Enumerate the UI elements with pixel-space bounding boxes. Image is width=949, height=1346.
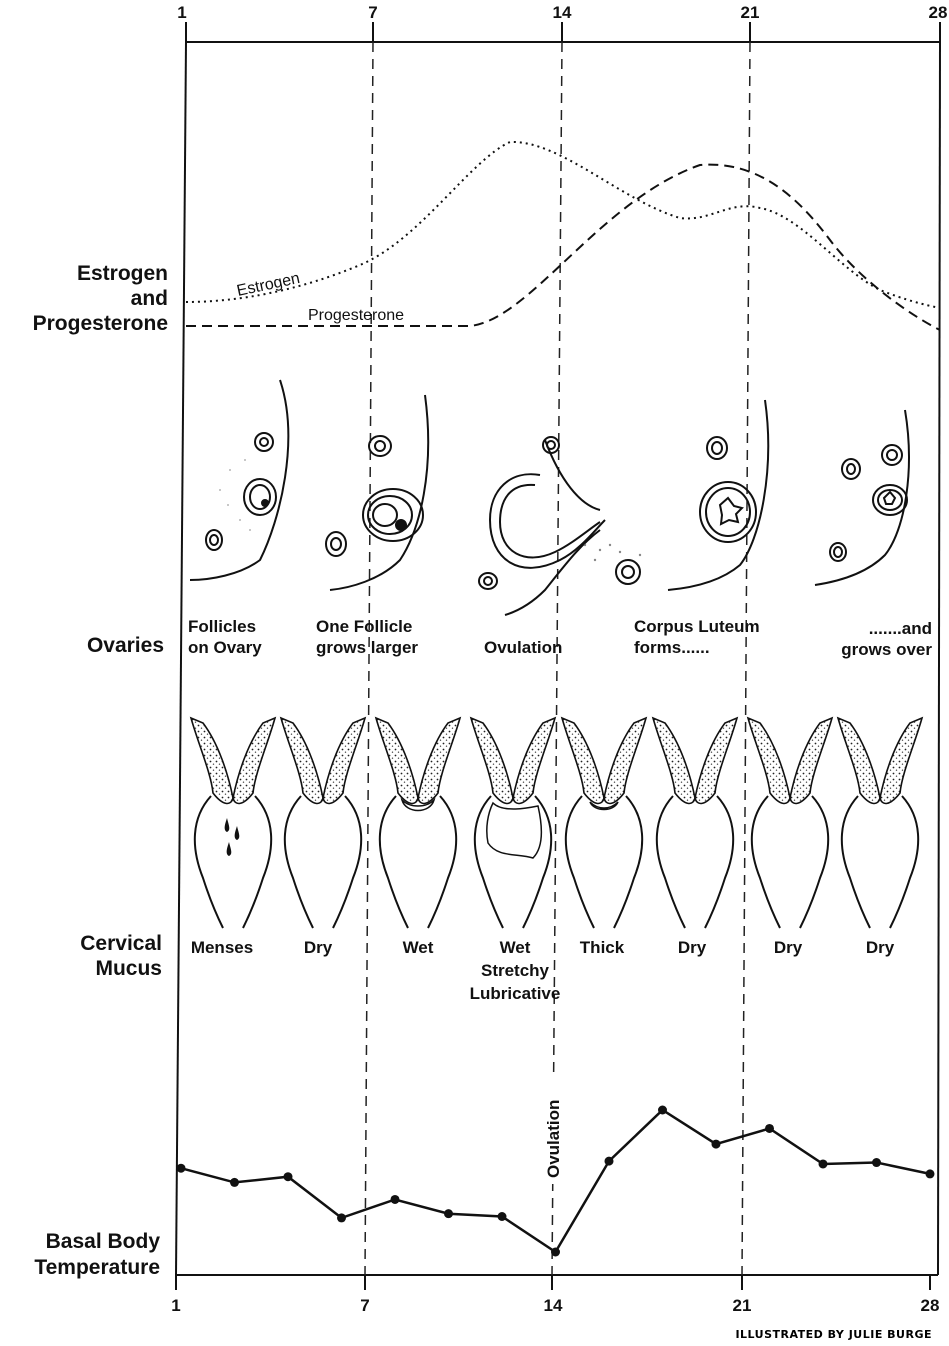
mucus-captions: Menses Dry Wet Wet Stretchy Lubricative …: [191, 938, 895, 1003]
cervix-dry-4-illustration: [838, 718, 922, 928]
bbt-point-12: [765, 1124, 774, 1133]
hormones-label-1: Estrogen: [77, 262, 168, 285]
top-tick-7: 7: [368, 3, 377, 22]
mucus-caption-4-line-2: Stretchy: [481, 961, 550, 980]
bbt-point-15: [926, 1169, 935, 1178]
ovary-captions: Follicles on Ovary One Follicle grows la…: [188, 617, 932, 659]
cervix-wet-illustration: [376, 718, 460, 928]
bbt-label-2: Temperature: [34, 1256, 160, 1279]
bottom-tick-1: 1: [171, 1296, 180, 1315]
hormones-label-2: and: [131, 287, 168, 310]
bbt-point-2: [230, 1178, 239, 1187]
estrogen-curve-label: Estrogen: [235, 270, 301, 300]
ovary-caption-3-line-1: Ovulation: [484, 638, 562, 657]
mucus-caption-4-line-3: Lubricative: [470, 984, 561, 1003]
mucus-caption-2: Dry: [304, 938, 333, 957]
bbt-point-14: [872, 1158, 881, 1167]
cervix-illustrations: [191, 718, 922, 928]
ovary-caption-2-line-1: One Follicle: [316, 617, 412, 636]
ovary-regressing-illustration: [815, 410, 909, 585]
bbt-point-4: [337, 1213, 346, 1222]
ovary-caption-1-line-1: Follicles: [188, 617, 256, 636]
cervix-wet-stretchy-illustration: [471, 718, 555, 928]
mucus-caption-4-line-1: Wet: [500, 938, 531, 957]
bbt-label-1: Basal Body: [46, 1230, 161, 1253]
ovary-caption-2-line-2: grows larger: [316, 638, 418, 657]
ovary-caption-4-line-1: Corpus Luteum: [634, 617, 760, 636]
mucus-caption-5: Thick: [580, 938, 625, 957]
mucus-caption-6: Dry: [678, 938, 707, 957]
ovulation-marker: Ovulation: [542, 1078, 566, 1184]
bbt-point-11: [712, 1140, 721, 1149]
bbt-point-5: [391, 1195, 400, 1204]
bottom-tick-21: 21: [733, 1296, 752, 1315]
bbt-point-8: [551, 1248, 560, 1257]
bbt-point-1: [177, 1164, 186, 1173]
cervix-menses-illustration: [191, 718, 275, 928]
bottom-day-axis: 1 7 14 21 28: [171, 1275, 939, 1315]
mucus-caption-1: Menses: [191, 938, 253, 957]
progesterone-curve-label: Progesterone: [308, 307, 404, 324]
cervix-dry-3-illustration: [748, 718, 832, 928]
bbt-point-9: [605, 1157, 614, 1166]
ovary-caption-1-line-2: on Ovary: [188, 638, 262, 657]
cervix-thick-illustration: [562, 718, 646, 928]
ovary-caption-5-line-2: grows over: [841, 640, 932, 659]
hormones-label-3: Progesterone: [33, 312, 168, 335]
hormone-chart: Estrogen Progesterone: [186, 142, 940, 330]
bottom-tick-14: 14: [544, 1296, 563, 1315]
cervix-dry-1-illustration: [281, 718, 365, 928]
top-tick-28: 28: [929, 3, 948, 22]
bbt-point-3: [284, 1172, 293, 1181]
ovary-caption-4-line-2: forms......: [634, 638, 710, 657]
section-labels: Estrogen and Progesterone Ovaries Cervic…: [33, 262, 168, 1279]
ovary-follicles-illustration: [190, 380, 288, 580]
bottom-tick-7: 7: [360, 1296, 369, 1315]
mucus-caption-8: Dry: [866, 938, 895, 957]
ovulation-marker-label: Ovulation: [544, 1100, 563, 1178]
bbt-point-10: [658, 1106, 667, 1115]
bbt-point-6: [444, 1209, 453, 1218]
mucus-label-1: Cervical: [80, 932, 162, 955]
ovaries-label: Ovaries: [87, 634, 164, 657]
bbt-point-13: [819, 1159, 828, 1168]
mucus-caption-7: Dry: [774, 938, 803, 957]
bottom-tick-28: 28: [921, 1296, 940, 1315]
ovary-corpus-luteum-illustration: [668, 400, 768, 590]
mucus-caption-3: Wet: [403, 938, 434, 957]
illustration-credit: ILLUSTRATED BY JULIE BURGE: [735, 1328, 932, 1341]
cervix-dry-2-illustration: [653, 718, 737, 928]
bbt-point-7: [498, 1212, 507, 1221]
ovary-illustrations: [190, 380, 909, 615]
ovary-growing-follicle-illustration: [326, 395, 428, 590]
progesterone-curve: [186, 165, 940, 330]
top-tick-1: 1: [177, 3, 186, 22]
ovary-caption-5-line-1: .......and: [869, 619, 932, 638]
top-tick-21: 21: [741, 3, 760, 22]
mucus-label-2: Mucus: [95, 957, 162, 980]
top-tick-14: 14: [553, 3, 572, 22]
ovary-ovulation-illustration: [479, 437, 641, 615]
top-day-axis: 1 7 14 21 28: [177, 3, 947, 42]
